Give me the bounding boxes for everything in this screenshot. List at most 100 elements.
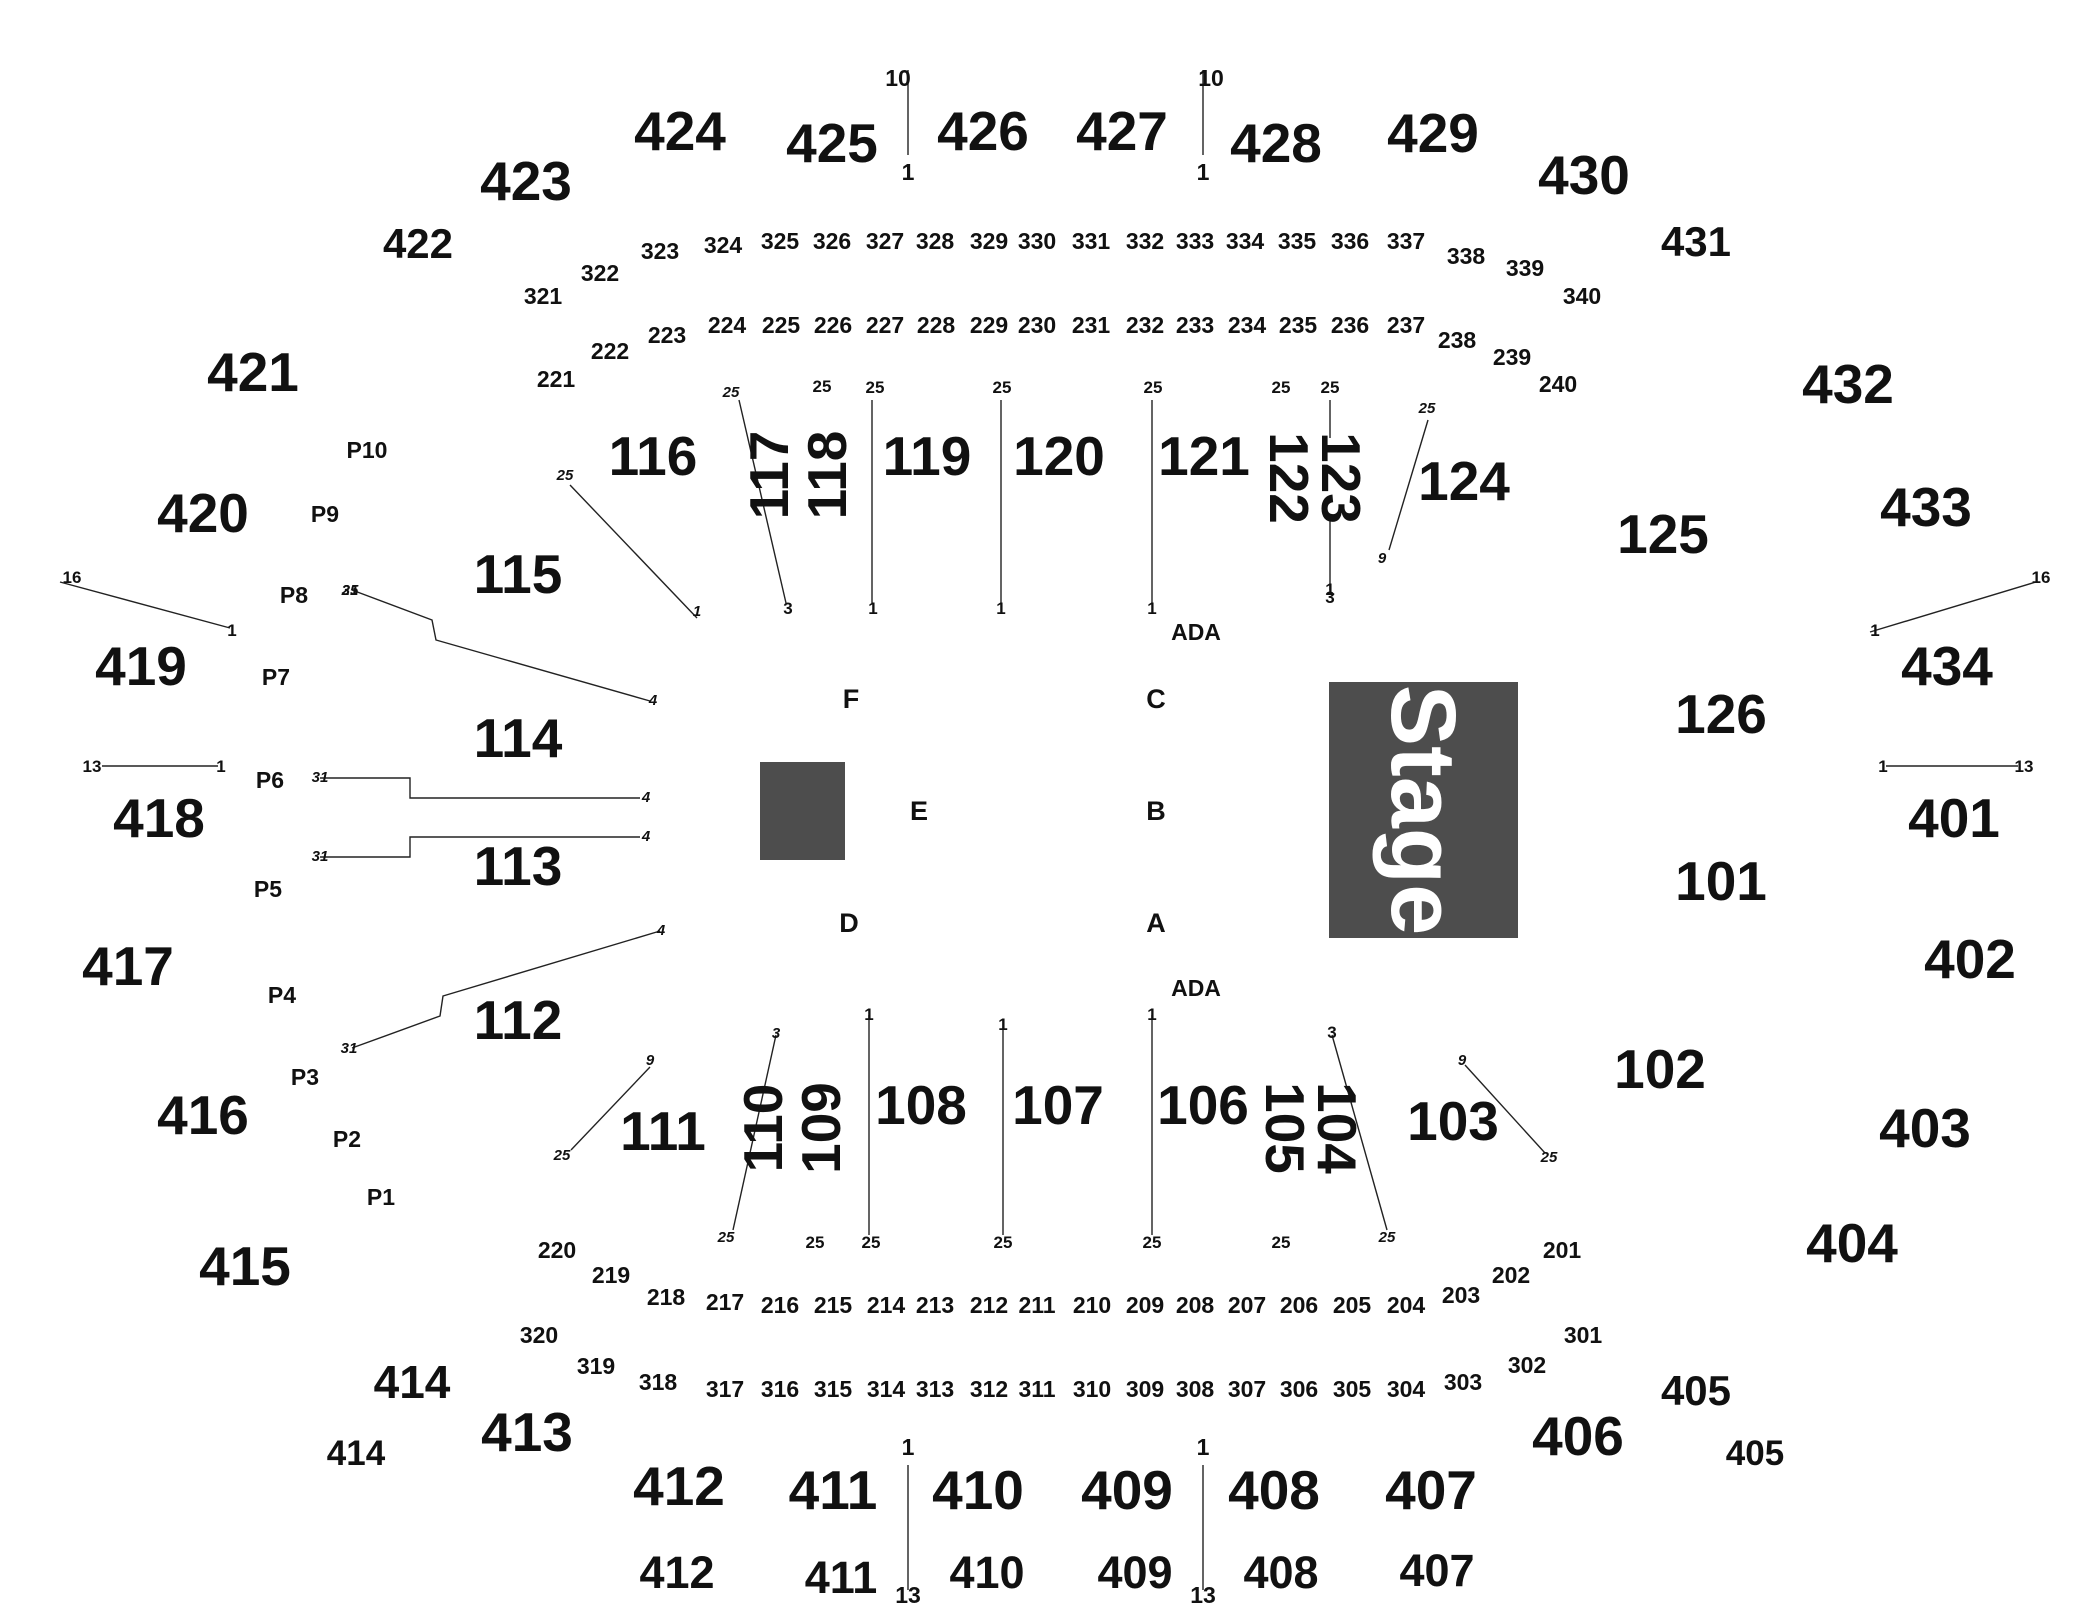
- section-123[interactable]: 123: [1310, 432, 1372, 524]
- section-113[interactable]: 113: [474, 835, 563, 897]
- party-deck-p2[interactable]: P2: [333, 1126, 361, 1152]
- section-408[interactable]: 408: [1228, 1459, 1320, 1521]
- section-210[interactable]: 210: [1073, 1292, 1111, 1318]
- section-211[interactable]: 211: [1018, 1292, 1055, 1318]
- section-105[interactable]: 105: [1254, 1082, 1316, 1174]
- floor-f[interactable]: F: [843, 684, 860, 714]
- section-303[interactable]: 303: [1444, 1369, 1482, 1395]
- section-320[interactable]: 320: [520, 1322, 558, 1348]
- section-229[interactable]: 229: [970, 312, 1008, 338]
- section-340[interactable]: 340: [1563, 283, 1601, 309]
- floor-c[interactable]: C: [1146, 684, 1166, 714]
- section-124[interactable]: 124: [1418, 450, 1510, 512]
- section-108[interactable]: 108: [875, 1074, 967, 1136]
- section-421[interactable]: 421: [207, 341, 299, 403]
- party-deck-p6[interactable]: P6: [256, 767, 284, 793]
- floor-e[interactable]: E: [910, 796, 928, 826]
- floor-d[interactable]: D: [839, 908, 859, 938]
- section-304[interactable]: 304: [1387, 1376, 1426, 1402]
- section-407-lower[interactable]: 407: [1399, 1545, 1474, 1596]
- section-238[interactable]: 238: [1438, 327, 1477, 353]
- section-307[interactable]: 307: [1228, 1376, 1266, 1402]
- section-212[interactable]: 212: [970, 1292, 1008, 1318]
- section-101[interactable]: 101: [1675, 850, 1767, 912]
- section-422[interactable]: 422: [383, 220, 453, 267]
- section-308[interactable]: 308: [1176, 1376, 1215, 1402]
- section-117[interactable]: 117: [738, 431, 800, 520]
- section-239[interactable]: 239: [1493, 344, 1531, 370]
- section-311[interactable]: 311: [1018, 1376, 1055, 1402]
- section-337[interactable]: 337: [1387, 228, 1425, 254]
- section-207[interactable]: 207: [1228, 1292, 1266, 1318]
- section-119[interactable]: 119: [883, 425, 972, 487]
- section-228[interactable]: 228: [917, 312, 956, 338]
- section-332[interactable]: 332: [1126, 228, 1164, 254]
- section-411-lower[interactable]: 411: [805, 1552, 878, 1603]
- section-405-lower[interactable]: 405: [1726, 1434, 1784, 1473]
- section-431[interactable]: 431: [1661, 218, 1731, 265]
- section-120[interactable]: 120: [1013, 425, 1105, 487]
- section-416[interactable]: 416: [157, 1084, 249, 1146]
- section-110[interactable]: 110: [732, 1084, 794, 1173]
- section-224[interactable]: 224: [708, 312, 747, 338]
- section-209[interactable]: 209: [1126, 1292, 1164, 1318]
- section-106[interactable]: 106: [1157, 1074, 1249, 1136]
- section-410[interactable]: 410: [932, 1459, 1024, 1521]
- section-404[interactable]: 404: [1806, 1212, 1898, 1274]
- party-deck-p5[interactable]: P5: [254, 876, 282, 902]
- section-411[interactable]: 411: [789, 1459, 878, 1521]
- section-403[interactable]: 403: [1879, 1097, 1971, 1159]
- section-409[interactable]: 409: [1081, 1459, 1173, 1521]
- section-118[interactable]: 118: [796, 431, 858, 520]
- section-407[interactable]: 407: [1385, 1459, 1477, 1521]
- section-126[interactable]: 126: [1675, 683, 1767, 745]
- section-415[interactable]: 415: [199, 1235, 291, 1297]
- section-235[interactable]: 235: [1279, 312, 1318, 338]
- section-316[interactable]: 316: [761, 1376, 799, 1402]
- section-111[interactable]: 111: [620, 1100, 706, 1162]
- section-233[interactable]: 233: [1176, 312, 1214, 338]
- section-414[interactable]: 414: [374, 1356, 451, 1408]
- section-102[interactable]: 102: [1614, 1038, 1706, 1100]
- section-321[interactable]: 321: [524, 283, 563, 309]
- section-116[interactable]: 116: [609, 425, 698, 487]
- section-301[interactable]: 301: [1564, 1322, 1603, 1348]
- section-309[interactable]: 309: [1126, 1376, 1164, 1402]
- stage[interactable]: [1329, 682, 1518, 938]
- section-401[interactable]: 401: [1908, 787, 2000, 849]
- section-412[interactable]: 412: [633, 1455, 725, 1517]
- section-204[interactable]: 204: [1387, 1292, 1426, 1318]
- section-433[interactable]: 433: [1880, 476, 1972, 538]
- section-319[interactable]: 319: [577, 1353, 615, 1379]
- party-deck-p7[interactable]: P7: [262, 664, 290, 690]
- section-121[interactable]: 121: [1158, 425, 1250, 487]
- section-103[interactable]: 103: [1407, 1090, 1499, 1152]
- section-236[interactable]: 236: [1331, 312, 1369, 338]
- party-deck-p8[interactable]: P8: [280, 582, 308, 608]
- section-424[interactable]: 424: [634, 100, 726, 162]
- section-434[interactable]: 434: [1901, 635, 1993, 697]
- section-427[interactable]: 427: [1076, 100, 1168, 162]
- section-213[interactable]: 213: [916, 1292, 954, 1318]
- section-432[interactable]: 432: [1802, 353, 1894, 415]
- section-338[interactable]: 338: [1447, 243, 1486, 269]
- party-deck-p1[interactable]: P1: [367, 1184, 395, 1210]
- section-329[interactable]: 329: [970, 228, 1008, 254]
- section-109[interactable]: 109: [790, 1082, 852, 1174]
- section-327[interactable]: 327: [866, 228, 904, 254]
- section-125[interactable]: 125: [1617, 503, 1709, 565]
- section-420[interactable]: 420: [157, 482, 249, 544]
- section-225[interactable]: 225: [762, 312, 801, 338]
- section-412-lower[interactable]: 412: [639, 1547, 714, 1598]
- section-215[interactable]: 215: [814, 1292, 853, 1318]
- floor-b[interactable]: B: [1146, 796, 1166, 826]
- section-234[interactable]: 234: [1228, 312, 1267, 338]
- section-302[interactable]: 302: [1508, 1352, 1546, 1378]
- section-208[interactable]: 208: [1176, 1292, 1215, 1318]
- section-413[interactable]: 413: [481, 1401, 573, 1463]
- section-305[interactable]: 305: [1333, 1376, 1372, 1402]
- section-205[interactable]: 205: [1333, 1292, 1372, 1318]
- section-325[interactable]: 325: [761, 228, 800, 254]
- section-223[interactable]: 223: [648, 322, 686, 348]
- section-216[interactable]: 216: [761, 1292, 799, 1318]
